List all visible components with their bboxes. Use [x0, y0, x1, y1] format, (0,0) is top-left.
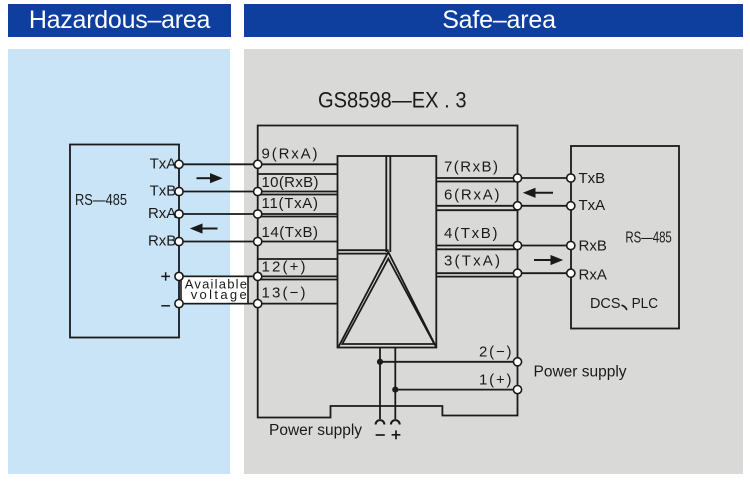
svg-text:Power supply: Power supply	[269, 422, 362, 439]
svg-text:RxA: RxA	[579, 266, 607, 283]
svg-text:2(−): 2(−)	[479, 343, 512, 360]
svg-text:RxB: RxB	[148, 233, 176, 250]
svg-text:11(TxA): 11(TxA)	[262, 195, 319, 212]
svg-text:14(TxB): 14(TxB)	[262, 224, 319, 241]
svg-text:GS8598—EX . 3: GS8598—EX . 3	[318, 88, 467, 113]
svg-text:Power supply: Power supply	[534, 364, 627, 381]
svg-text:DCS: DCS	[590, 295, 621, 312]
svg-text:6(RxA): 6(RxA)	[444, 187, 500, 204]
svg-text:RxA: RxA	[148, 205, 176, 222]
svg-text:Available: Available	[185, 277, 247, 292]
svg-text:12(+): 12(+)	[262, 259, 306, 276]
svg-text:RS—485: RS—485	[75, 192, 127, 209]
svg-text:10(RxB): 10(RxB)	[262, 174, 319, 191]
svg-text:TxB: TxB	[150, 183, 177, 200]
svg-text:13(−): 13(−)	[262, 285, 306, 302]
svg-text:TxA: TxA	[150, 155, 177, 172]
svg-text:RS—485: RS—485	[625, 229, 671, 246]
svg-text:RxB: RxB	[579, 237, 607, 254]
svg-text:PLC: PLC	[632, 295, 659, 312]
svg-text:4(TxB): 4(TxB)	[444, 225, 498, 242]
svg-text:TxA: TxA	[579, 197, 606, 214]
svg-text:9(RxA): 9(RxA)	[262, 146, 318, 163]
svg-text:7(RxB): 7(RxB)	[444, 159, 498, 176]
svg-text:1(+): 1(+)	[479, 371, 512, 388]
svg-text:TxB: TxB	[579, 170, 606, 187]
svg-text:3(TxA): 3(TxA)	[444, 252, 500, 269]
